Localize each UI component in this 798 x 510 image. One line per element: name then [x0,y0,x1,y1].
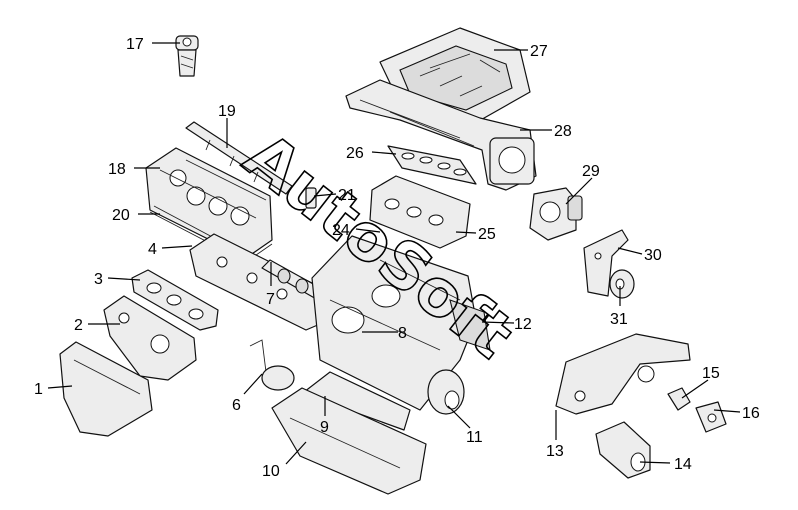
leader-12 [481,321,515,324]
callout-16: 16 [742,405,760,422]
part-exhaust-manifold [103,295,197,381]
callout-12: 12 [514,316,532,333]
leader-4 [161,245,193,249]
leader-25 [455,231,477,234]
leader-lines [47,42,741,465]
callout-labels: 1 2 3 4 6 7 8 9 10 11 12 13 14 15 16 17 … [34,36,760,480]
part-crankshaft [449,299,491,351]
leader-29 [565,177,593,205]
leader-3 [107,277,141,281]
callout-17: 17 [126,36,144,53]
callout-11: 11 [466,429,483,446]
callout-20: 20 [112,207,130,224]
part-water-pump [427,369,465,415]
callout-6: 6 [232,397,241,414]
part-valve-cover [145,147,273,259]
callout-1: 1 [34,381,43,398]
leader-6 [243,373,263,395]
callout-29: 29 [582,163,600,180]
part-coolant-housing [555,333,691,415]
part-oil-pan [271,387,427,495]
part-fuel-rail [185,121,293,195]
callout-26: 26 [346,145,364,162]
callout-15: 15 [702,365,720,382]
callout-25: 25 [478,226,496,243]
callout-9: 9 [320,419,329,436]
callout-31: 31 [610,311,628,328]
leader-30 [617,247,643,255]
part-idler-pulley [609,269,635,299]
part-thermostat-housing [595,421,651,479]
callout-3: 3 [94,271,103,288]
part-bracket [583,229,629,297]
part-heat-shield [59,341,153,437]
leader-16 [713,409,741,413]
callout-13: 13 [546,443,564,460]
callout-18: 18 [108,161,126,178]
leader-21 [313,193,337,197]
part-coolant-fitting [695,401,727,433]
leader-1 [47,385,73,389]
leader-11 [447,405,471,429]
callout-10: 10 [262,463,280,480]
callout-21: 21 [338,187,356,204]
part-intake-manifold [345,79,537,191]
leader-15 [681,379,709,399]
callout-24: 24 [332,222,350,239]
leader-24 [355,228,381,233]
callout-30: 30 [644,247,662,264]
leader-14 [639,461,671,464]
callout-14: 14 [674,456,692,473]
part-camshaft [261,259,325,301]
part-engine-block [311,235,477,411]
part-thermostat [175,35,199,77]
callout-4: 4 [148,241,157,258]
callout-7: 7 [266,291,275,308]
part-lower-intake-manifold [369,175,471,249]
callout-28: 28 [554,123,572,140]
part-oil-pickup [249,339,295,391]
callout-27: 27 [530,43,548,60]
part-exhaust-gasket [131,269,219,331]
callout-8: 8 [398,325,407,342]
leader-10 [285,441,307,465]
part-manifold-gasket [387,145,477,185]
callout-19: 19 [218,103,236,120]
part-coolant-sensor [667,387,691,411]
leader-26 [371,151,397,155]
part-sensor [305,187,317,209]
part-throttle-body [529,187,583,241]
callout-2: 2 [74,317,83,334]
